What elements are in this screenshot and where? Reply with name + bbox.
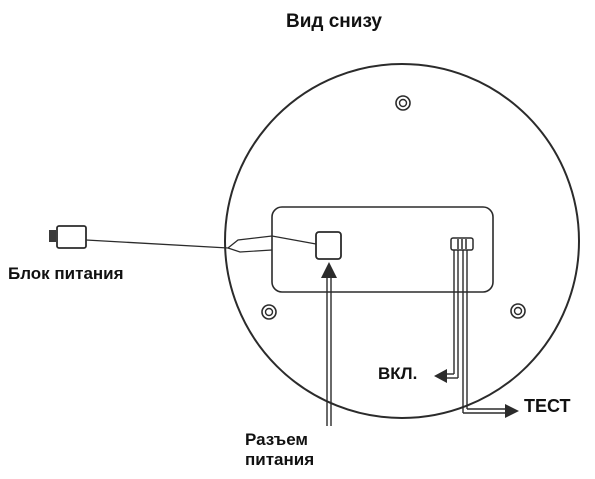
diagram-title: Вид снизу — [286, 11, 383, 32]
arrow-icon — [434, 250, 459, 383]
power-unit-label: Блок питания — [8, 264, 124, 283]
screw-icon — [261, 304, 277, 320]
arrow-icon — [462, 250, 519, 418]
screw-icon — [510, 303, 526, 319]
arrow-icon — [321, 262, 337, 426]
power-connector-label-line1: Разъем — [245, 430, 309, 449]
power-connector — [315, 231, 342, 260]
power-connector-label-line2: питания — [245, 450, 315, 469]
screw-icon — [395, 95, 411, 111]
plug-icon — [49, 225, 87, 249]
power-cord — [85, 235, 317, 249]
power-connector-label: Разъем питания — [245, 430, 314, 470]
on-label: ВКЛ. — [378, 364, 418, 383]
power-cord-side — [227, 247, 273, 253]
switch-icon — [450, 237, 474, 251]
test-label: ТЕСТ — [524, 396, 571, 416]
